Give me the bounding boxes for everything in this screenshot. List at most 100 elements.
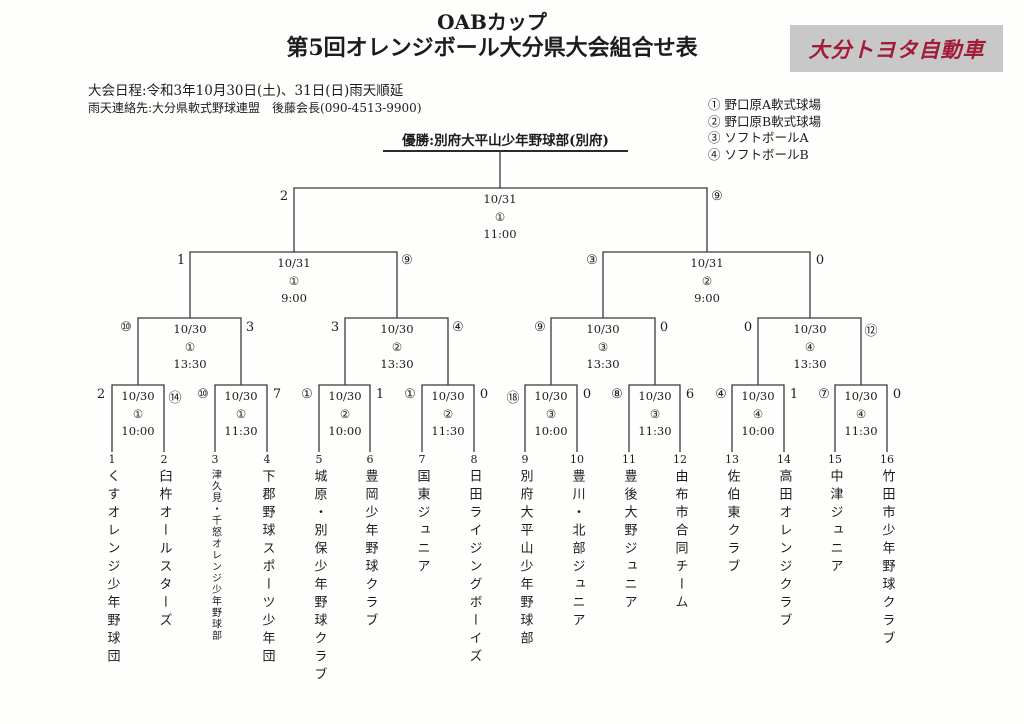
- venue-item: ④ ソフトボールB: [708, 147, 821, 164]
- match-time: 10:00: [741, 424, 775, 438]
- team-entry-4: 4 下郡野球スポーツ少年団: [251, 452, 283, 671]
- venue-item: ② 野口原B軟式球場: [708, 114, 821, 131]
- team-entry-9: 9 別府大平山少年野球部: [509, 452, 541, 653]
- team-name: くすオレンジ少年野球団: [104, 469, 120, 667]
- team-number: 11: [622, 453, 636, 466]
- match-time: 9:00: [694, 291, 720, 305]
- team-number: 6: [366, 453, 374, 466]
- semifinal-1-line: [189, 251, 398, 318]
- match-date: 10/31: [690, 256, 724, 270]
- round1-match-8-score-left: ⑦: [818, 387, 830, 402]
- venue-label: ソフトボールA: [724, 130, 809, 145]
- match-venue: ②: [701, 273, 713, 288]
- team-number: 2: [160, 453, 168, 466]
- match-time: 11:30: [431, 424, 465, 438]
- match-time: 11:00: [483, 227, 517, 241]
- round1-match-1-line: [111, 384, 165, 452]
- semifinal-2-info: 10/31 ② 9:00: [662, 255, 752, 308]
- venue-item: ③ ソフトボールA: [708, 130, 821, 147]
- team-entry-2: 2 臼杵オールスターズ: [148, 452, 180, 635]
- team-name: 城原・別保少年野球クラブ: [311, 469, 327, 685]
- venue-mark: ①: [708, 97, 721, 112]
- match-time: 10:00: [534, 424, 568, 438]
- round1-match-2-score-left: ⑩: [197, 387, 209, 402]
- team-name: 高田オレンジクラブ: [776, 469, 792, 631]
- match-venue: ④: [752, 406, 764, 421]
- match-time: 13:30: [586, 357, 620, 371]
- match-venue: ②: [442, 406, 454, 421]
- venue-label: ソフトボールB: [724, 146, 809, 162]
- round1-match-6-score-right: 6: [685, 387, 695, 402]
- team-name: 由布市合同チーム: [672, 469, 688, 613]
- match-time: 13:30: [793, 357, 827, 371]
- round1-match-2-score-right: 7: [272, 387, 282, 402]
- match-date: 10/31: [483, 192, 517, 206]
- round1-match-2-line: [214, 384, 268, 452]
- title-line2: 第5回オレンジボール大分県大会組合せ表: [286, 35, 698, 61]
- round1-match-3-score-left: ①: [301, 387, 313, 402]
- quarterfinal-4-line: [757, 317, 862, 385]
- match-date: 10/30: [121, 389, 155, 403]
- quarterfinal-3-line: [550, 317, 656, 385]
- match-date: 10/30: [380, 322, 414, 336]
- final-score-left: 2: [279, 189, 289, 204]
- round1-match-6-score-left: ⑧: [611, 387, 623, 402]
- team-name: 佐伯東クラブ: [724, 469, 740, 577]
- schedule-text: 大会日程:令和3年10月30日(土)、31日(日)雨天順延: [88, 83, 404, 99]
- team-number: 15: [828, 453, 842, 466]
- quarterfinal-2-line: [344, 317, 449, 385]
- team-entry-13: 13 佐伯東クラブ: [716, 452, 748, 581]
- round1-match-7-score-right: 1: [789, 387, 799, 402]
- round1-match-4-line: [421, 384, 475, 452]
- round1-match-4-score-right: 0: [479, 387, 489, 402]
- match-date: 10/30: [328, 389, 362, 403]
- team-entry-12: 12 由布市合同チーム: [664, 452, 696, 617]
- title-line1: OABカップ: [437, 10, 547, 34]
- team-number: 10: [570, 453, 584, 466]
- semifinal-2-score-left: ③: [586, 253, 598, 268]
- match-venue: ④: [855, 406, 867, 421]
- match-venue: ①: [184, 339, 196, 354]
- match-date: 10/30: [741, 389, 775, 403]
- quarterfinal-4-score-left: 0: [743, 320, 753, 335]
- match-date: 10/30: [431, 389, 465, 403]
- quarterfinal-2-info: 10/30 ② 13:30: [352, 321, 442, 374]
- team-entry-15: 15 中津ジュニア: [819, 452, 851, 581]
- team-number: 7: [418, 453, 426, 466]
- round1-match-8-score-right: 0: [892, 387, 902, 402]
- team-name: 下郡野球スポーツ少年団: [259, 469, 275, 667]
- match-venue: ①: [235, 406, 247, 421]
- team-number: 5: [315, 453, 323, 466]
- team-number: 16: [880, 453, 894, 466]
- quarterfinal-2-score-right: ④: [452, 320, 464, 335]
- team-entry-7: 7 国東ジュニア: [406, 452, 438, 581]
- venue-mark: ③: [708, 130, 721, 145]
- round1-match-6-info: 10/30 ③ 11:30: [610, 388, 700, 441]
- round1-match-7-line: [731, 384, 785, 452]
- team-entry-14: 14 高田オレンジクラブ: [768, 452, 800, 635]
- match-venue: ③: [597, 339, 609, 354]
- match-venue: ②: [339, 406, 351, 421]
- match-date: 10/30: [534, 389, 568, 403]
- round1-match-5-score-left: ⑱: [506, 391, 520, 406]
- round1-match-4-info: 10/30 ② 11:30: [403, 388, 493, 441]
- team-name: 中津ジュニア: [827, 469, 843, 577]
- semifinal-1-score-right: ⑨: [401, 253, 413, 268]
- round1-match-7-info: 10/30 ④ 10:00: [713, 388, 803, 441]
- match-date: 10/30: [793, 322, 827, 336]
- venue-label: 野口原B軟式球場: [724, 113, 822, 129]
- round1-match-1-score-right: ⑭: [168, 391, 182, 406]
- final-score-right: ⑨: [711, 189, 723, 204]
- champion-label: 優勝:別府大平山少年野球部(別府): [383, 129, 628, 152]
- team-entry-3: 3 津久見・千怒オレンジ少年野球部: [199, 452, 231, 646]
- round1-match-5-line: [524, 384, 578, 452]
- round1-match-5-info: 10/30 ③ 10:00: [506, 388, 596, 441]
- team-name: 竹田市少年野球クラブ: [879, 469, 895, 649]
- match-time: 11:30: [224, 424, 258, 438]
- match-venue: ②: [391, 339, 403, 354]
- match-venue: ①: [132, 406, 144, 421]
- quarterfinal-3-score-right: 0: [659, 320, 669, 335]
- semifinal-1-score-left: 1: [176, 253, 186, 268]
